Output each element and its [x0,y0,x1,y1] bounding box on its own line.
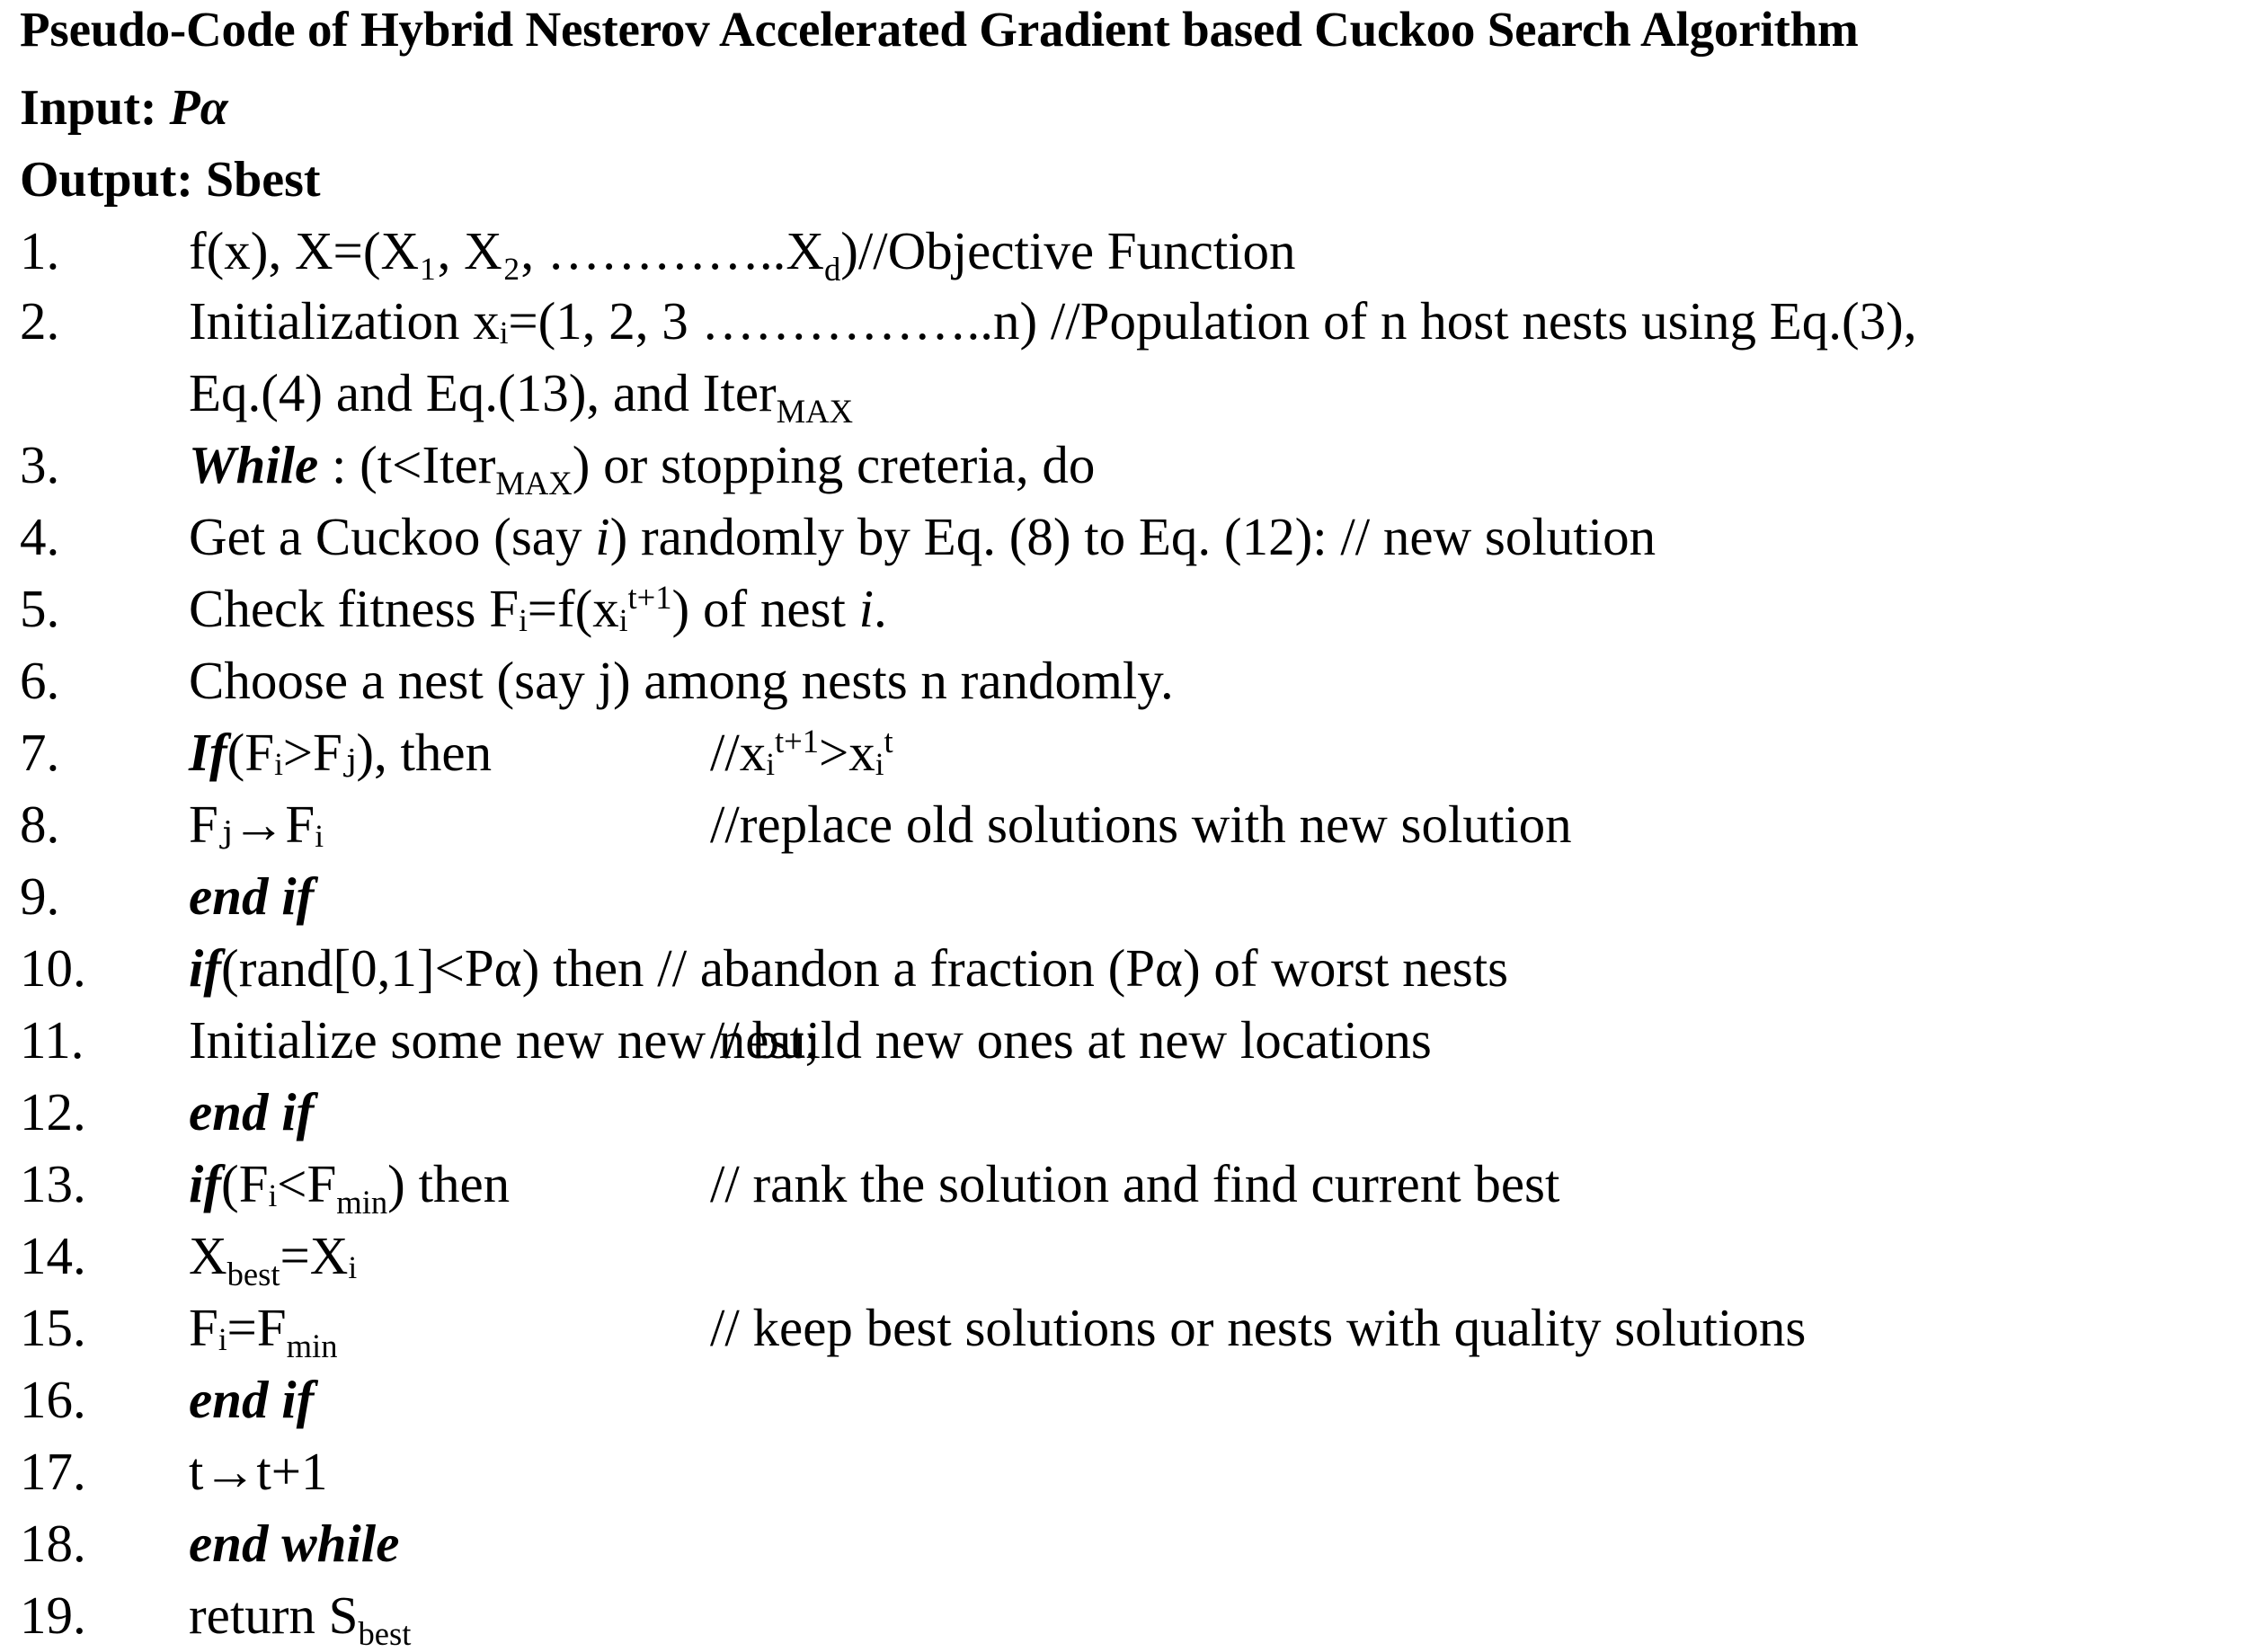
step-text: Xbest=Xᵢ [189,1226,358,1292]
control-keyword: If [189,723,227,782]
step-number: 16. [20,1370,86,1429]
step-text: Choose a nest (say j) among nests n rand… [189,651,1174,710]
step-comment: // keep best solutions or nests with qua… [710,1298,1807,1357]
control-keyword: end if [189,1370,315,1429]
step-number: 19. [20,1585,86,1645]
control-keyword: if [189,1154,222,1213]
output-value: Sbest [205,152,321,208]
output-line: Output: Sbest [20,155,321,205]
step-text: end if [189,1086,314,1139]
output-label: Output: [20,152,193,208]
step-number: 10. [20,938,86,998]
step-text: Get a Cuckoo (say i) randomly by Eq. (8)… [189,507,1656,566]
algorithm-title: Pseudo-Code of Hybrid Nesterov Accelerat… [20,2,1859,57]
step-comment: // rank the solution and find current be… [710,1154,1560,1213]
step-number: 13. [20,1154,86,1213]
input-value: Pα [169,80,228,136]
step-text: f(x), X=(X₁, X₂, …………..Xd)//Objective Fu… [189,221,1296,288]
control-keyword: end if [189,866,315,926]
step-number: 12. [20,1082,86,1141]
step-text: Check fitness Fᵢ=f(xᵢt+1) of nest i. [189,578,887,638]
step-text: While : (t<IterMAX) or stopping creteria… [189,435,1096,502]
step-number: 11. [20,1010,84,1070]
step-number: 6. [20,651,60,710]
step-number: 8. [20,795,60,854]
step-comment: //xᵢt+1>xᵢt [710,722,893,782]
step-number: 2. [20,291,60,351]
input-label: Input: [20,80,157,136]
step-number: 18. [20,1514,86,1573]
input-line: Input: Pα [20,83,228,133]
step-number: 14. [20,1226,86,1285]
step-text: Initialization xᵢ=(1, 2, 3 ……………..n) //P… [189,291,1917,351]
step-number: 3. [20,435,60,494]
step-text: If(Fᵢ>Fⱼ), then [189,723,493,782]
step-text: end if [189,870,314,923]
step-text: if(rand[0,1]<Pα) then // abandon a fract… [189,938,1509,998]
step-text: Initialize some new new nest; [189,1010,820,1070]
step-number: 15. [20,1298,86,1357]
step-text: end if [189,1373,314,1426]
control-keyword: While [189,435,319,494]
step-continuation: Eq.(4) and Eq.(13), and IterMAX [189,363,854,430]
step-comment: // build new ones at new locations [710,1010,1432,1070]
step-text: return Sbest [189,1585,412,1652]
control-keyword: end while [189,1514,400,1573]
step-number: 1. [20,221,60,280]
step-text: t→t+1 [189,1442,328,1501]
step-number: 9. [20,866,60,926]
step-text: if(Fᵢ<Fmin) then [189,1154,511,1221]
step-text: Fⱼ→Fᵢ [189,795,324,854]
step-number: 4. [20,507,60,566]
step-number: 17. [20,1442,86,1501]
step-text: end while [189,1517,399,1570]
step-number: 7. [20,723,60,782]
control-keyword: if [189,938,222,998]
step-text: Fᵢ=Fmin [189,1298,338,1364]
step-comment: //replace old solutions with new solutio… [710,795,1572,854]
control-keyword: end if [189,1082,315,1141]
step-number: 5. [20,579,60,638]
